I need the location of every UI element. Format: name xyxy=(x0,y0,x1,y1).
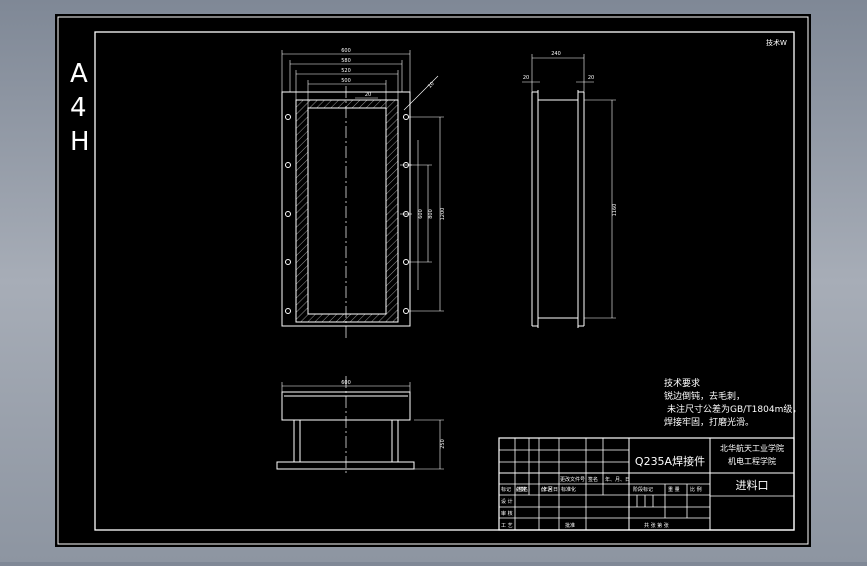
dim-front-top-3: 520 xyxy=(341,68,351,74)
school-line1: 北华航天工业学院 xyxy=(720,443,784,453)
bolt-hole xyxy=(285,162,291,168)
side-dimension-texts: 240 20 20 1160 xyxy=(523,51,618,216)
bottom-view xyxy=(276,376,444,474)
dim-front-wall: 20 xyxy=(365,92,371,98)
front-view xyxy=(281,50,444,340)
dim-front-inner-2: 600 xyxy=(418,209,424,219)
front-dimension-texts: 600 580 520 500 20 10 1200 800 600 xyxy=(341,48,446,220)
dim-bottom-height: 250 xyxy=(440,439,446,449)
title-block-texts: Q235A焊接件 北华航天工业学院 机电工程学院 进料口 标记 处数 分 区 更… xyxy=(501,443,784,529)
dim-side-left: 20 xyxy=(523,75,529,81)
tech-requirements: 技术要求 锐边倒钝，去毛刺， 未注尺寸公差为GB/T1804m级， 焊接牢固，打… xyxy=(664,377,801,428)
tech-line: 未注尺寸公差为GB/T1804m级， xyxy=(667,403,801,415)
front-right-dimensions xyxy=(408,116,444,312)
format-letter: A xyxy=(70,59,88,89)
format-number: 4 xyxy=(70,93,87,123)
tech-line: 焊接牢固，打磨光滑。 xyxy=(664,416,754,428)
tb-cell: 批准 xyxy=(565,522,575,529)
front-inner-opening xyxy=(307,107,387,315)
bolt-hole xyxy=(285,259,291,265)
tb-cell: 阶段标记 xyxy=(633,486,653,493)
tech-title: 技术要求 xyxy=(664,377,700,389)
tb-cell: 处数 xyxy=(516,486,526,493)
dim-front-tag: 10 xyxy=(427,81,436,90)
bottom-dimension-texts: 600 250 xyxy=(341,380,446,449)
bolt-hole xyxy=(285,211,291,217)
tb-cell: (签名) xyxy=(516,486,530,493)
sheet-outer-border xyxy=(57,16,809,545)
tb-cell: 标准化 xyxy=(561,486,576,493)
format-orientation: H xyxy=(70,127,90,157)
dim-front-top-1: 600 xyxy=(341,48,351,54)
tb-cell: 审 核 xyxy=(501,510,513,517)
model-space xyxy=(55,14,811,547)
tb-cell: 共 张 第 张 xyxy=(644,522,669,529)
title-block xyxy=(498,437,795,531)
dim-bottom-width: 600 xyxy=(341,380,351,386)
tb-cell: 签名 xyxy=(588,476,598,483)
dim-side-height: 1160 xyxy=(612,204,618,217)
drawing-name: 进料口 xyxy=(736,478,769,492)
dim-side-right: 20 xyxy=(588,75,594,81)
dim-front-height: 1200 xyxy=(440,208,446,221)
dim-front-top-4: 500 xyxy=(341,78,351,84)
bolt-hole xyxy=(285,308,291,314)
front-top-dimensions xyxy=(281,50,439,111)
sheet-inner-border xyxy=(94,31,795,531)
corner-mark: 技术W xyxy=(766,38,787,47)
dim-front-top-2: 580 xyxy=(341,58,351,64)
tb-cell: (年月日) xyxy=(541,486,560,493)
format-label: A 4 H xyxy=(70,59,90,157)
part-name: Q235A焊接件 xyxy=(635,454,705,468)
tb-cell: 标记 xyxy=(501,486,511,493)
side-view xyxy=(522,54,616,328)
school-line2: 机电工程学院 xyxy=(728,456,776,466)
dim-side-width: 240 xyxy=(551,51,561,57)
dim-front-inner-1: 800 xyxy=(428,209,434,219)
tb-cell: 工 艺 xyxy=(501,523,513,529)
tb-cell: 重 量 xyxy=(668,486,680,493)
bottom-base-plate xyxy=(276,461,415,470)
tb-cell: 年、月、日 xyxy=(605,476,630,483)
tb-cell: 分 区 xyxy=(541,486,553,493)
tech-line: 锐边倒钝，去毛刺， xyxy=(664,390,745,402)
tb-cell: 比 例 xyxy=(690,486,702,493)
tb-cell: 更改文件号 xyxy=(560,476,585,483)
tb-cell: 设 计 xyxy=(501,498,513,505)
bolt-hole xyxy=(285,114,291,120)
